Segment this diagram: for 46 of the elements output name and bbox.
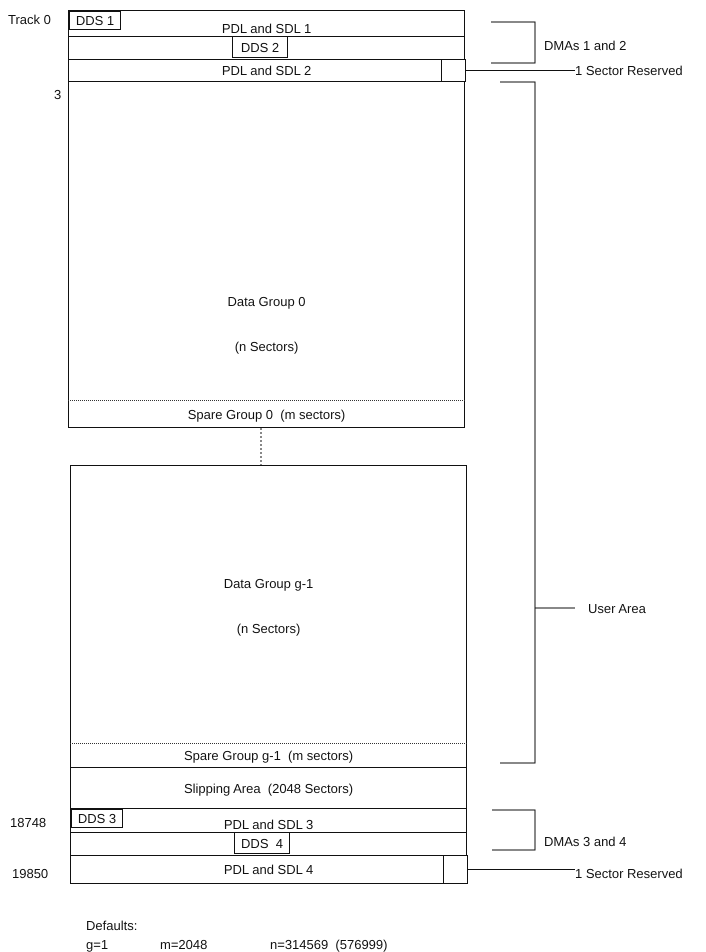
parameter-text: m=2048 — [160, 937, 208, 952]
box-label: DDS 3 — [76, 811, 118, 826]
parameter-text: n=314569 (576999) — [270, 937, 388, 952]
box-label: Spare Group g-1 (m sectors) — [184, 748, 354, 763]
memory-band — [70, 808, 467, 833]
label-box — [69, 11, 121, 30]
data-group-box — [70, 465, 467, 768]
box-label: Data Group g-1 — [224, 576, 314, 591]
box-label: PDL and SDL 2 — [222, 63, 312, 78]
label-box — [232, 36, 288, 58]
reserved-box — [70, 832, 467, 856]
box-label: DDS 1 — [74, 13, 116, 28]
track-label: 18748 — [10, 815, 46, 830]
leader-line — [468, 869, 576, 870]
parameter-text: g=1 — [86, 937, 108, 952]
reserved-box — [441, 59, 466, 82]
box-label: DDS 4 — [240, 836, 284, 850]
memory-band — [68, 59, 465, 82]
reserved-box — [443, 855, 468, 884]
box-label: Slipping Area (2048 Sectors) — [184, 780, 354, 796]
data-group-box — [68, 81, 465, 428]
sector-count: (n Sectors) — [234, 339, 298, 354]
box-label: Data Group 0 — [227, 294, 306, 309]
note-text: Defaults: — [86, 918, 138, 933]
bracket-label: DMAs 3 and 4 — [544, 834, 626, 849]
box-label: PDL and SDL 3 — [224, 817, 314, 832]
label-box — [71, 809, 123, 828]
memory-band — [70, 855, 467, 884]
label-box — [234, 832, 290, 854]
box-label: Spare Group 0 (m sectors) — [188, 407, 346, 422]
bracket-label: User Area — [588, 601, 646, 616]
reserved-box — [68, 36, 465, 60]
sector-count: (n Sectors) — [236, 621, 300, 636]
track-label: 19850 — [12, 866, 48, 881]
box-label: PDL and SDL 4 — [224, 862, 314, 877]
note-text: 1 Sector Reserved — [575, 62, 683, 78]
box-label: PDL and SDL 1 — [222, 21, 312, 36]
bracket-label: DMAs 1 and 2 — [544, 38, 626, 53]
leader-line — [466, 70, 576, 71]
memory-band — [70, 767, 467, 809]
memory-band — [68, 10, 465, 37]
dotted-connector — [260, 428, 262, 466]
box-label: DDS 2 — [240, 40, 280, 54]
track-label: 3 — [54, 87, 62, 102]
track-label: Track 0 — [8, 12, 51, 27]
note-text: 1 Sector Reserved — [575, 866, 683, 880]
